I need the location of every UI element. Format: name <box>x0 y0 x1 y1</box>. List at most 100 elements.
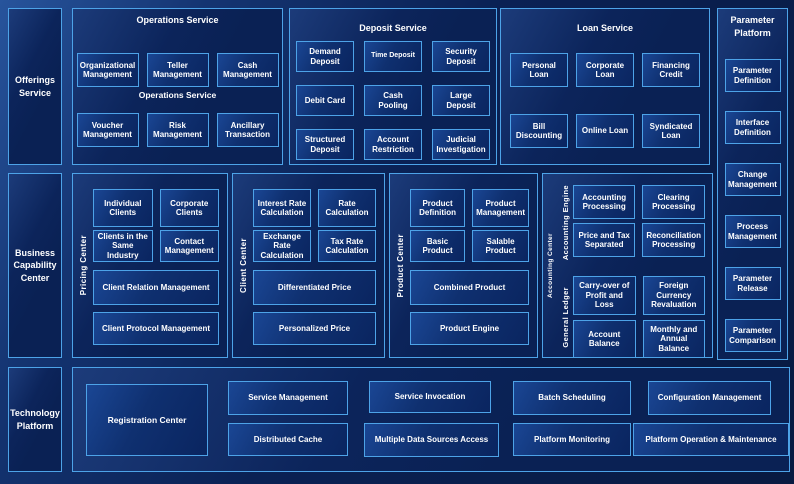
technology-platform-group: Technology Platform <box>8 367 62 472</box>
accounting-groups: Accounting Engine Accounting Processing … <box>557 174 712 359</box>
loan-box-syndicated-loan: Syndicated Loan <box>642 114 700 148</box>
general-ledger-group: General Ledger Carry-over of Profit and … <box>557 276 705 359</box>
operations-box-risk-management: Risk Management <box>146 113 209 147</box>
operations-box-organizational-management: Organizational Management <box>76 53 139 87</box>
product-box-basic-product: Basic Product <box>410 230 466 262</box>
operations-box-teller-management: Teller Management <box>146 53 209 87</box>
pricing-box-individual-clients: Individual Clients <box>93 189 153 227</box>
client-center-content: Interest Rate Calculation Rate Calculati… <box>253 174 384 357</box>
loan-box-online-loan: Online Loan <box>576 114 634 148</box>
client-box-exchange-rate-calculation: Exchange Rate Calculation <box>253 230 311 262</box>
product-box-product-engine: Product Engine <box>410 312 529 345</box>
product-center-panel: Product Center Product Definition Produc… <box>389 173 538 358</box>
parameter-box-parameter-comparison: Parameter Comparison <box>724 319 781 352</box>
product-small-grid: Product Definition Product Management Ba… <box>410 189 529 262</box>
operations-row-2: Voucher Management Risk Management Ancil… <box>73 113 282 147</box>
deposit-box-cash-pooling: Cash Pooling <box>364 85 422 116</box>
tech-box-multiple-data-sources-access: Multiple Data Sources Access <box>364 423 499 457</box>
pricing-box-client-relation-management: Client Relation Management <box>93 270 219 305</box>
tech-box-configuration-management: Configuration Management <box>648 381 771 415</box>
tech-box-distributed-cache: Distributed Cache <box>228 423 348 456</box>
client-box-interest-rate-calculation: Interest Rate Calculation <box>253 189 311 227</box>
accounting-box-reconciliation-processing: Reconciliation Processing <box>642 223 705 257</box>
tech-box-service-invocation: Service Invocation <box>369 381 491 413</box>
accounting-box-clearing-processing: Clearing Processing <box>642 185 705 219</box>
deposit-box-demand-deposit: Demand Deposit <box>296 41 354 72</box>
loan-box-corporate-loan: Corporate Loan <box>576 53 634 87</box>
client-box-rate-calculation: Rate Calculation <box>318 189 376 227</box>
tech-box-platform-monitoring: Platform Monitoring <box>513 423 631 456</box>
accounting-engine-group: Accounting Engine Accounting Processing … <box>557 185 705 260</box>
deposit-box-security-deposit: Security Deposit <box>432 41 490 72</box>
client-box-tax-rate-calculation: Tax Rate Calculation <box>318 230 376 262</box>
tech-box-service-management: Service Management <box>228 381 348 415</box>
ledger-box-account-balance: Account Balance <box>573 320 636 359</box>
pricing-center-content: Individual Clients Corporate Clients Cli… <box>93 174 227 357</box>
pricing-small-grid: Individual Clients Corporate Clients Cli… <box>93 189 219 262</box>
pricing-box-contact-management: Contact Management <box>159 230 219 262</box>
operations-box-ancillary-transaction: Ancillary Transaction <box>216 113 279 147</box>
loan-box-personal-loan: Personal Loan <box>510 53 568 87</box>
pricing-center-vlabel: Pricing Center <box>78 235 88 296</box>
parameter-box-process-management: Process Management <box>724 215 781 248</box>
accounting-box-accounting-processing: Accounting Processing <box>573 185 636 219</box>
operations-service-subtitle: Operations Service <box>138 90 217 100</box>
ledger-box-foreign-currency-revaluation: Foreign Currency Revaluation <box>642 276 705 316</box>
operations-box-voucher-management: Voucher Management <box>76 113 139 147</box>
loan-box-bill-discounting: Bill Discounting <box>510 114 568 148</box>
parameter-platform-title: Parameter Platform <box>730 15 775 38</box>
loan-service-panel: Loan Service Personal Loan Corporate Loa… <box>500 8 710 165</box>
deposit-grid: Demand Deposit Time Deposit Security Dep… <box>290 41 496 160</box>
pricing-center-panel: Pricing Center Individual Clients Corpor… <box>72 173 228 358</box>
parameter-box-parameter-release: Parameter Release <box>724 267 781 300</box>
client-box-differentiated-price: Differentiated Price <box>253 270 376 305</box>
parameter-box-change-management: Change Management <box>724 163 781 196</box>
business-capability-center-label: Business Capability Center <box>13 248 57 283</box>
client-box-personalized-price: Personalized Price <box>253 312 376 345</box>
loan-row-2: Bill Discounting Online Loan Syndicated … <box>501 114 709 148</box>
tech-box-batch-scheduling: Batch Scheduling <box>513 381 631 415</box>
loan-service-title: Loan Service <box>576 23 634 33</box>
offerings-service-label: Offerings Service <box>14 75 55 98</box>
loan-row-1: Personal Loan Corporate Loan Financing C… <box>501 53 709 87</box>
parameter-platform-panel: Parameter Platform Parameter Definition … <box>717 8 788 360</box>
product-box-product-management: Product Management <box>472 189 529 227</box>
accounting-engine-boxes: Accounting Processing Clearing Processin… <box>573 185 705 260</box>
ledger-box-carry-over-profit-loss: Carry-over of Profit and Loss <box>573 276 636 316</box>
product-box-combined-product: Combined Product <box>410 270 529 305</box>
operations-row-1: Organizational Management Teller Managem… <box>73 53 282 87</box>
general-ledger-boxes: Carry-over of Profit and Loss Foreign Cu… <box>573 276 705 359</box>
deposit-box-large-deposit: Large Deposit <box>432 85 490 116</box>
client-center-panel: Client Center Interest Rate Calculation … <box>232 173 385 358</box>
client-center-vlabel: Client Center <box>238 238 248 293</box>
product-box-salable-product: Salable Product <box>472 230 529 262</box>
product-box-product-definition: Product Definition <box>410 189 466 227</box>
technology-platform-label: Technology Platform <box>10 408 60 431</box>
pricing-box-corporate-clients: Corporate Clients <box>159 189 219 227</box>
accounting-center-panel: Accounting Center Accounting Engine Acco… <box>542 173 713 359</box>
parameter-box-parameter-definition: Parameter Definition <box>724 59 781 92</box>
client-small-grid: Interest Rate Calculation Rate Calculati… <box>253 189 376 262</box>
loan-box-financing-credit: Financing Credit <box>642 53 700 87</box>
deposit-box-judicial-investigation: Judicial Investigation <box>432 129 490 160</box>
deposit-box-debit-card: Debit Card <box>296 85 354 116</box>
product-center-content: Product Definition Product Management Ba… <box>410 174 537 357</box>
operations-service-title: Operations Service <box>136 15 219 25</box>
offerings-service-group: Offerings Service <box>8 8 62 165</box>
technology-platform-panel: Registration Center Service Management S… <box>72 367 790 472</box>
tech-box-registration-center: Registration Center <box>86 384 208 456</box>
deposit-service-title: Deposit Service <box>359 23 427 33</box>
pricing-box-clients-same-industry: Clients in the Same Industry <box>93 230 153 262</box>
parameter-box-interface-definition: Interface Definition <box>724 111 781 144</box>
accounting-box-price-tax-separated: Price and Tax Separated <box>573 223 636 257</box>
product-center-vlabel: Product Center <box>395 233 405 298</box>
operations-box-cash-management: Cash Management <box>216 53 279 87</box>
pricing-box-client-protocol-management: Client Protocol Management <box>93 312 219 345</box>
deposit-box-structured-deposit: Structured Deposit <box>296 129 354 160</box>
accounting-center-vlabel: Accounting Center <box>546 233 554 298</box>
ledger-box-monthly-annual-balance: Monthly and Annual Balance <box>642 320 705 359</box>
deposit-service-panel: Deposit Service Demand Deposit Time Depo… <box>289 8 497 165</box>
accounting-engine-vlabel: Accounting Engine <box>560 185 570 261</box>
general-ledger-vlabel: General Ledger <box>560 286 570 348</box>
